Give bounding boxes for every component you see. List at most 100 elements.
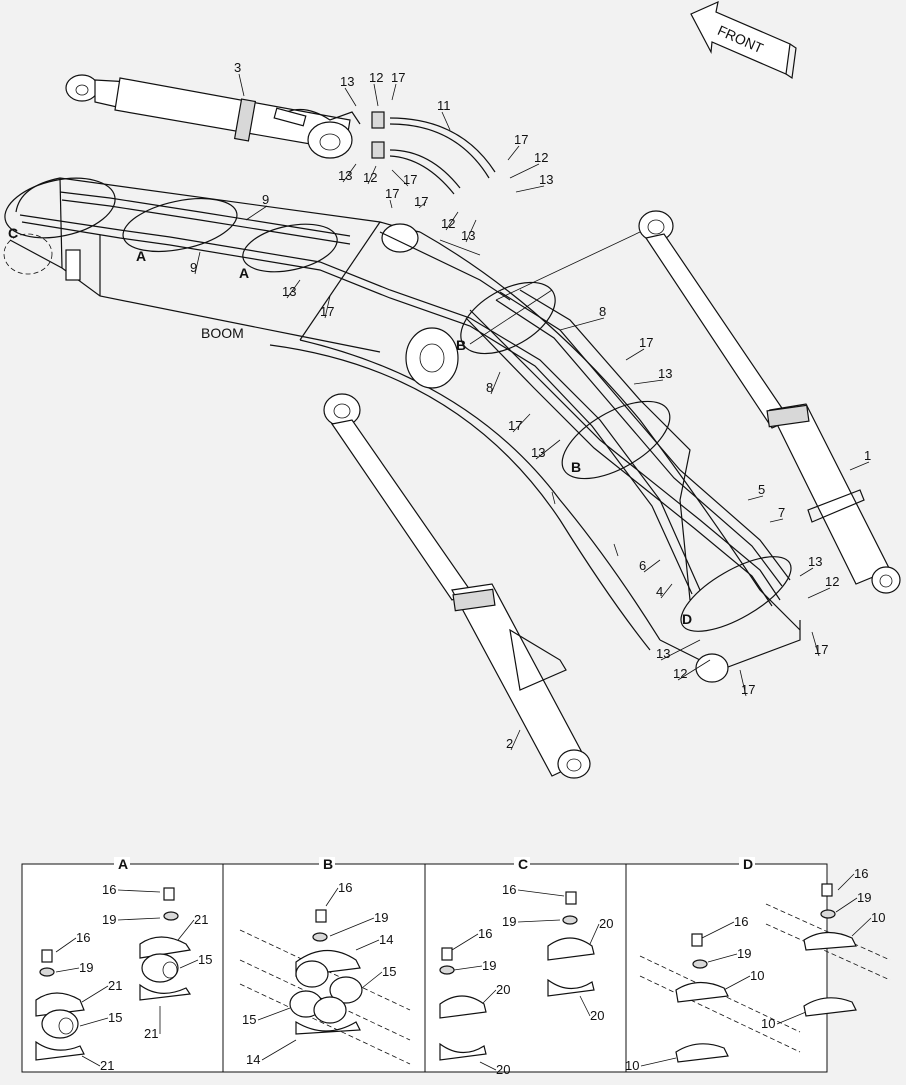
detail-reference-letters: A A B B C D <box>8 225 692 627</box>
detail-ref-A: A <box>136 248 146 264</box>
callout-17: 17 <box>508 413 531 433</box>
arm-cylinder <box>65 74 361 159</box>
callout-number: 7 <box>778 505 785 520</box>
callout-number: 16 <box>102 882 116 897</box>
callout-number: 9 <box>262 192 269 207</box>
panel-label-B: B <box>323 856 333 872</box>
boom-body <box>3 177 801 683</box>
callout-number: 12 <box>825 574 839 589</box>
callout-number: 17 <box>514 132 528 147</box>
callout-number: 9 <box>190 260 197 275</box>
panel-A-callout-15: 15 <box>179 952 212 969</box>
callout-17: 17 <box>385 186 399 209</box>
callout-number: 6 <box>639 558 646 573</box>
callout-number: 15 <box>382 964 396 979</box>
panel-c-clamps <box>439 891 595 1061</box>
panel-C-callout-20: 20 <box>579 995 604 1023</box>
panel-A-callout-21: 21 <box>177 912 208 941</box>
detail-ref-D: D <box>682 611 692 627</box>
panel-B-callout-15: 15 <box>242 1007 291 1027</box>
panel-B-callout-16: 16 <box>325 880 352 907</box>
panel-a-clamps <box>35 887 192 1061</box>
detail-ref-B: B <box>571 459 581 475</box>
boom-label: BOOM <box>201 325 244 341</box>
callout-number: 21 <box>144 1026 158 1041</box>
callout-1: 1 <box>849 448 871 471</box>
callout-number: 13 <box>282 284 296 299</box>
callout-number: 19 <box>374 910 388 925</box>
callout-9: 9 <box>245 192 269 221</box>
panel-A-callout-19: 19 <box>55 960 93 975</box>
callout-number: 8 <box>599 304 606 319</box>
callout-number: 13 <box>539 172 553 187</box>
callout-number: 20 <box>599 916 613 931</box>
callout-13: 13 <box>515 172 553 193</box>
callout-12: 12 <box>807 574 839 599</box>
detail-reference-ellipses <box>4 177 792 632</box>
panel-d-clamps <box>639 883 891 1063</box>
callout-number: 20 <box>590 1008 604 1023</box>
panel-D-callout-19: 19 <box>707 946 751 963</box>
callout-17: 17 <box>414 194 428 209</box>
detail-ref-B: B <box>456 337 466 353</box>
boom-cylinder-1 <box>638 210 901 594</box>
callout-number: 3 <box>234 60 241 75</box>
detail-ref-C: C <box>8 225 18 241</box>
panel-C-callout-19: 19 <box>502 914 561 929</box>
panel-label-A: A <box>118 856 128 872</box>
callout-4: 4 <box>656 583 673 599</box>
callout-number: 21 <box>194 912 208 927</box>
callout-number: 14 <box>246 1052 260 1067</box>
panel-D-callout-19: 19 <box>835 890 871 913</box>
callout-number: 13 <box>658 366 672 381</box>
panel-D-callout-10: 10 <box>761 1011 807 1031</box>
callout-17: 17 <box>507 132 528 161</box>
callout-number: 4 <box>656 584 663 599</box>
callout-number: 16 <box>76 930 90 945</box>
callout-number: 17 <box>320 304 334 319</box>
callout-number: 17 <box>385 186 399 201</box>
callout-number: 20 <box>496 982 510 997</box>
callout-17: 17 <box>320 295 334 319</box>
callout-number: 15 <box>108 1010 122 1025</box>
callout-number: 19 <box>502 914 516 929</box>
panel-A-callout-15: 15 <box>79 1010 122 1027</box>
callout-number: 17 <box>508 418 522 433</box>
callout-13: 13 <box>461 219 477 243</box>
callout-13: 13 <box>338 163 357 183</box>
panel-B-callout-14: 14 <box>246 1039 297 1067</box>
callout-6: 6 <box>639 558 661 573</box>
callout-17: 17 <box>811 631 828 657</box>
callout-number: 12 <box>673 666 687 681</box>
callout-number: 15 <box>242 1012 256 1027</box>
callout-number: 19 <box>79 960 93 975</box>
callout-number: 5 <box>758 482 765 497</box>
panel-b-clamps <box>239 909 411 1065</box>
callout-number: 17 <box>741 682 755 697</box>
panel-C-callout-19: 19 <box>453 958 496 973</box>
callout-13: 13 <box>282 279 301 299</box>
callout-3: 3 <box>234 60 245 97</box>
callout-number: 13 <box>340 74 354 89</box>
callout-5: 5 <box>747 482 765 501</box>
callout-number: 13 <box>808 554 822 569</box>
panel-A-callout-16: 16 <box>102 882 161 897</box>
panel-C-callout-16: 16 <box>502 882 565 897</box>
callout-number: 20 <box>496 1062 510 1077</box>
callout-12: 12 <box>509 150 548 179</box>
detail-ref-A: A <box>239 265 249 281</box>
callout-number: 12 <box>534 150 548 165</box>
panel-A-callout-16: 16 <box>55 930 90 953</box>
callout-number: 8 <box>486 380 493 395</box>
callout-number: 16 <box>478 926 492 941</box>
callout-number: 16 <box>854 866 868 881</box>
callout-number: 17 <box>403 172 417 187</box>
callout-12: 12 <box>369 70 383 107</box>
callout-number: 21 <box>100 1058 114 1073</box>
callout-number: 10 <box>625 1058 639 1073</box>
panel-D-callout-16: 16 <box>837 866 868 891</box>
